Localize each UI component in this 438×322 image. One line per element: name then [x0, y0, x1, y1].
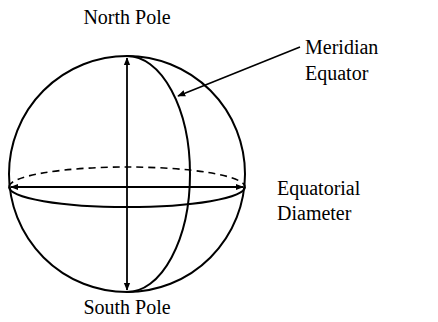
- callout-label: Meridian: [305, 36, 378, 58]
- callout-label: Equator: [305, 62, 368, 84]
- sphere-outline: [9, 56, 245, 292]
- equatorial-diameter-arrow: [11, 186, 243, 188]
- pole-label: North Pole: [83, 6, 170, 28]
- meridian-leader: [178, 47, 300, 96]
- dimension-label: Equatorial Diameter: [277, 176, 377, 226]
- pole-label: South Pole: [83, 296, 170, 318]
- polar-axis-arrow: [126, 58, 128, 290]
- meridian-curve: [127, 56, 190, 292]
